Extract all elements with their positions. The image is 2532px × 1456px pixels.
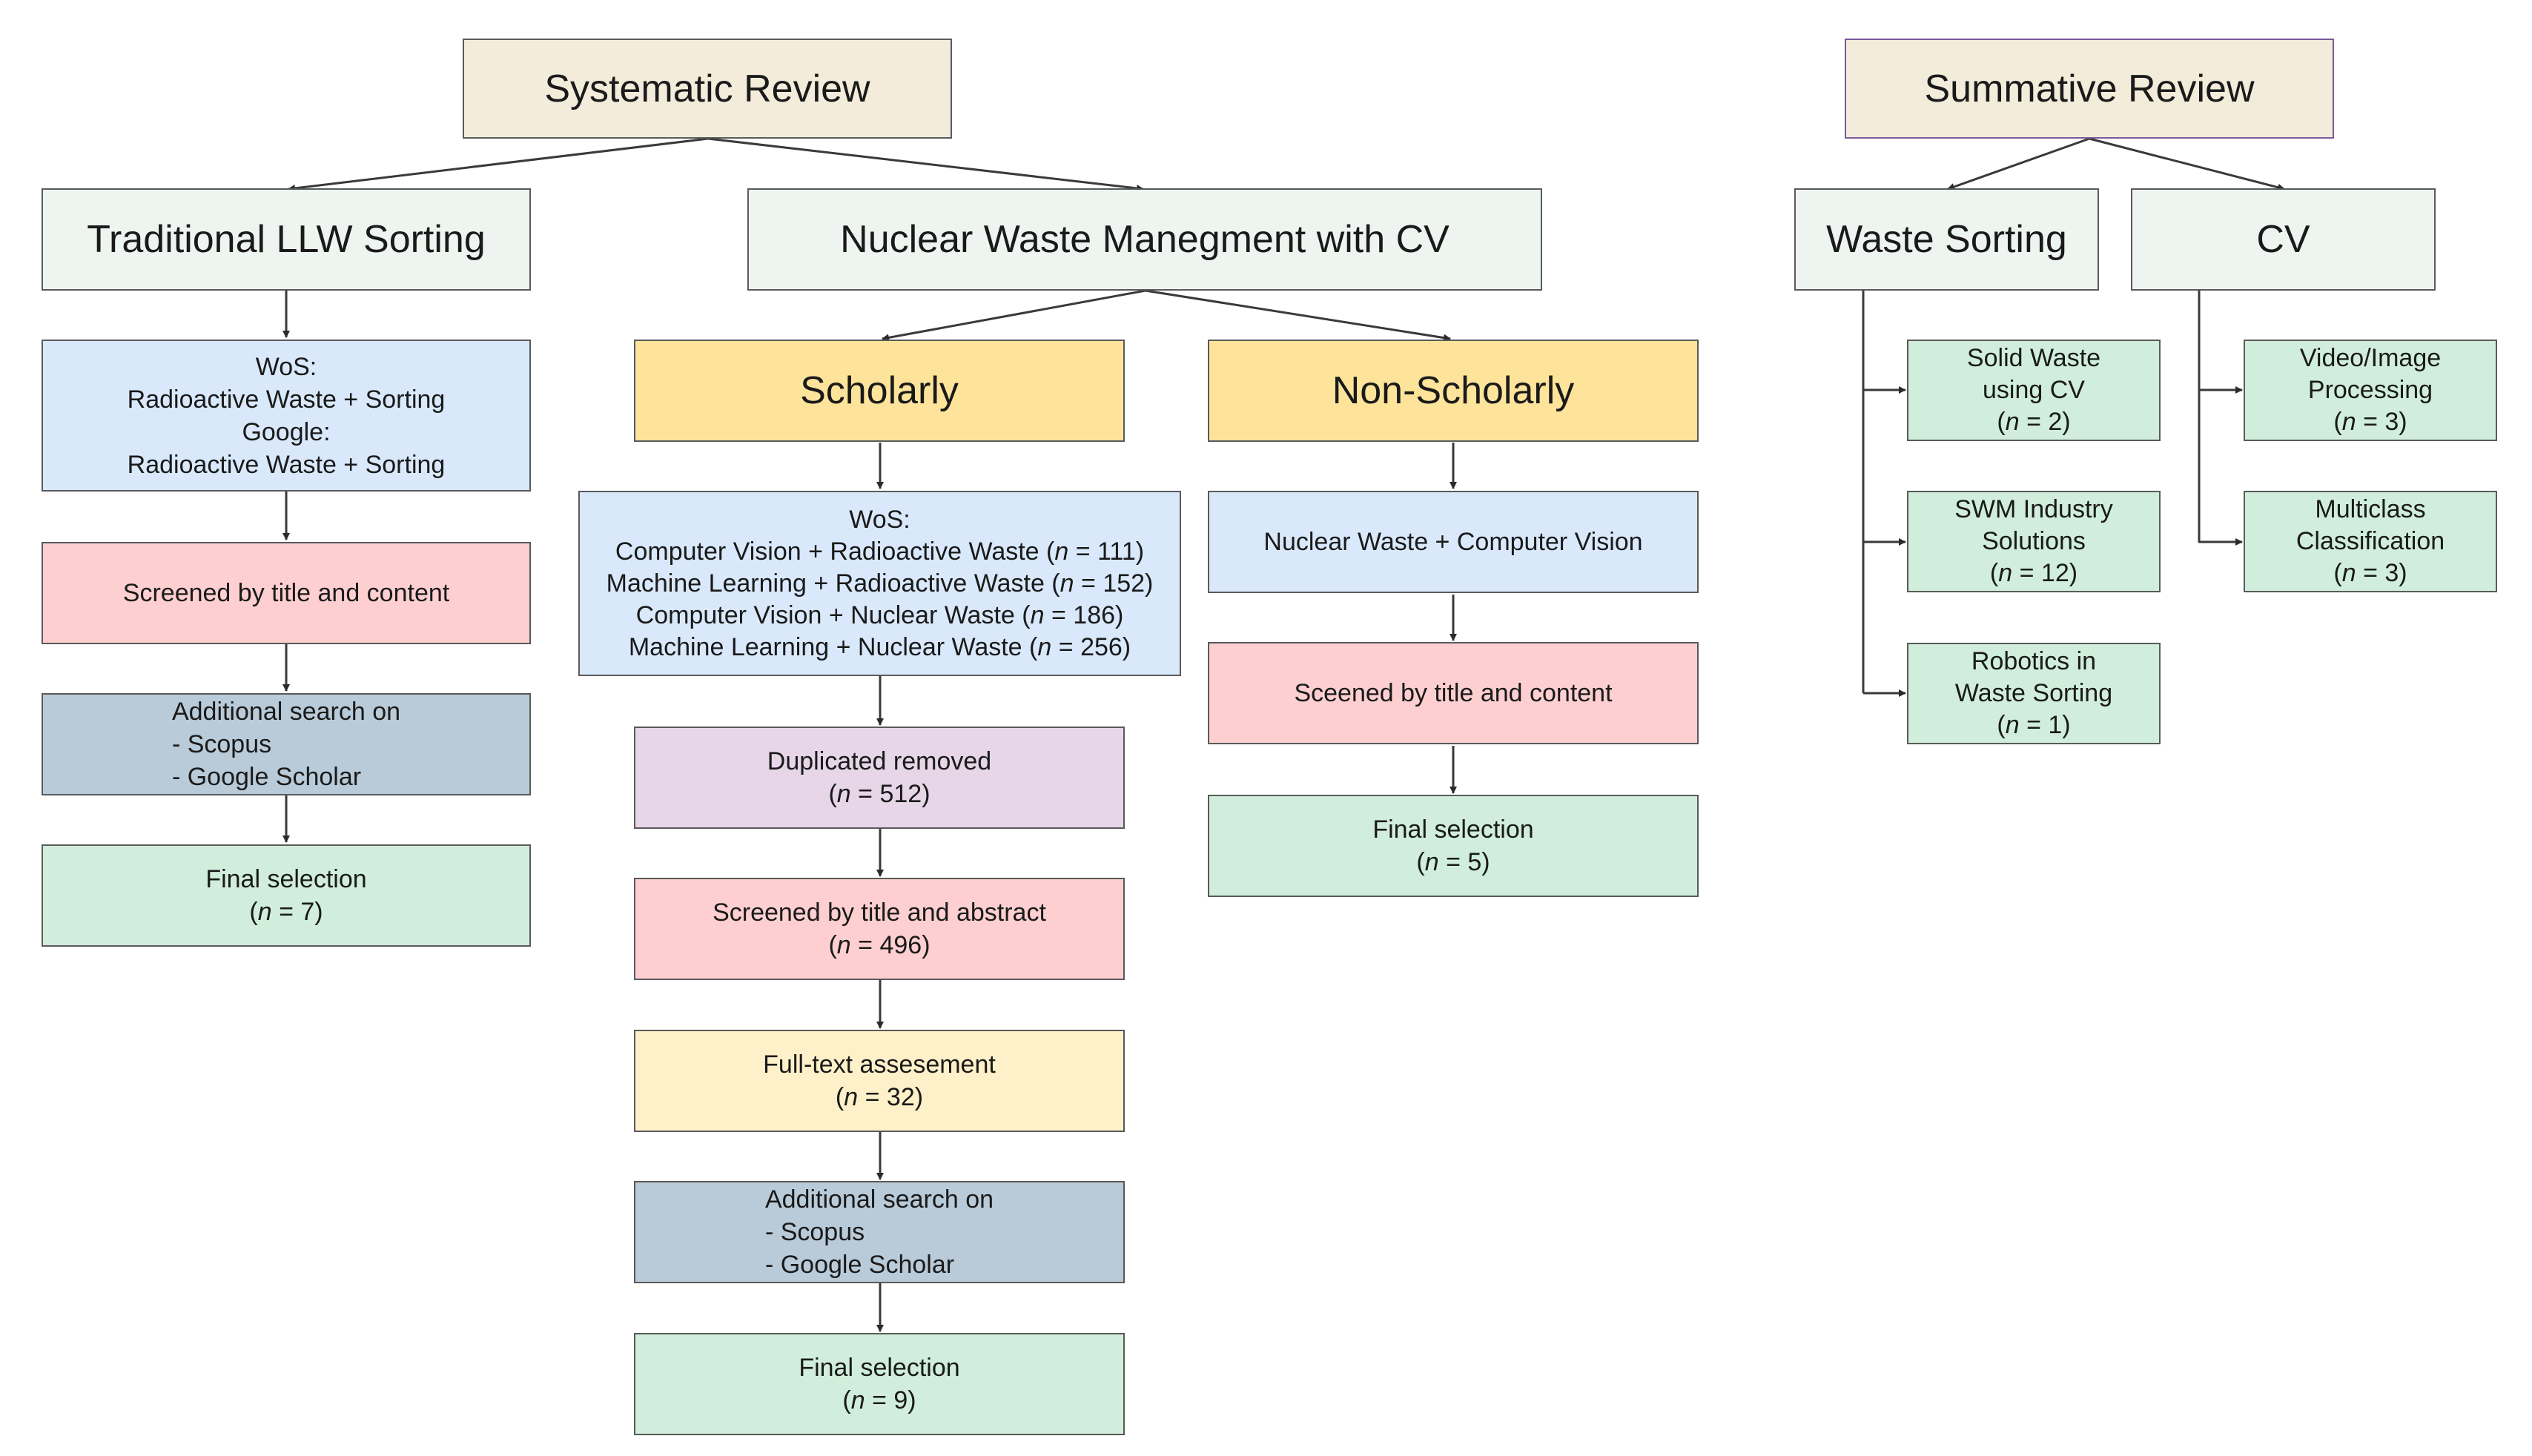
source-item: - Scopus <box>171 730 272 758</box>
count-line: (n = 496) <box>828 931 931 959</box>
nuclear-waste-cv-node: Nuclear Waste Manegment with CV <box>747 188 1542 291</box>
node-label: Screened by title and content <box>122 579 450 607</box>
count-value: 3 <box>2384 408 2399 436</box>
count-value: 12 <box>2040 559 2069 587</box>
video-image-processing-node: Video/Image Processing (n = 3) <box>2244 340 2497 441</box>
node-label: Multiclass <box>2315 495 2426 523</box>
count-line: (n = 9) <box>842 1386 916 1414</box>
node-label: Additional search on <box>171 698 401 726</box>
arrow-summative-to-waste-sorting <box>1947 137 2090 191</box>
count-line: (n = 7) <box>249 898 323 926</box>
node-label: Waste Sorting <box>1826 218 2067 261</box>
query-line: Machine Learning + Radioactive Waste (n … <box>606 569 1154 598</box>
node-label: Video/Image <box>2299 344 2442 372</box>
node-label: SWM Industry <box>1954 495 2113 523</box>
node-label: using CV <box>1983 376 2085 404</box>
arrow-systematic-to-traditional <box>288 137 709 192</box>
node-label: Solutions <box>1982 527 2086 555</box>
scholarly-node: Scholarly <box>634 340 1125 442</box>
traditional-search-node: WoS: Radioactive Waste + Sorting Google:… <box>42 340 531 492</box>
node-label: Traditional LLW Sorting <box>87 218 486 261</box>
count-line: (n = 3) <box>2333 408 2407 436</box>
solid-waste-cv-node: Solid Waste using CV (n = 2) <box>1907 340 2161 441</box>
node-label: Systematic Review <box>544 67 870 110</box>
swm-industry-solutions-node: SWM Industry Solutions (n = 12) <box>1907 491 2161 592</box>
traditional-screened-node: Screened by title and content <box>42 542 531 644</box>
node-label: Nuclear Waste Manegment with CV <box>840 218 1450 261</box>
node-label: Duplicated removed <box>767 747 992 775</box>
arrow-summative-to-cv <box>2089 137 2285 191</box>
count-value: 9 <box>893 1386 908 1414</box>
node-label: Solid Waste <box>1966 344 2101 372</box>
arrow-nuclear-to-scholarly <box>882 289 1146 342</box>
traditional-llw-sorting-node: Traditional LLW Sorting <box>42 188 531 291</box>
waste-sorting-node: Waste Sorting <box>1794 188 2099 291</box>
arrow-systematic-to-nuclear <box>707 137 1144 192</box>
scholarly-final-selection-node: Final selection (n = 9) <box>634 1333 1125 1435</box>
source-item: - Google Scholar <box>171 763 362 791</box>
count-value: 496 <box>879 931 922 959</box>
search-line: Radioactive Waste + Sorting <box>127 450 446 479</box>
node-label: WoS: <box>849 505 910 534</box>
count-value: 512 <box>879 780 922 808</box>
count-line: (n = 3) <box>2333 559 2407 587</box>
node-label: Non-Scholarly <box>1332 369 1575 412</box>
search-line: Google: <box>242 417 331 446</box>
node-label: Final selection <box>799 1354 960 1382</box>
query-line: Computer Vision + Nuclear Waste (n = 186… <box>635 600 1124 629</box>
count-line: (n = 1) <box>1997 711 2071 739</box>
robotics-waste-sorting-node: Robotics in Waste Sorting (n = 1) <box>1907 643 2161 744</box>
nonscholarly-search-node: Nuclear Waste + Computer Vision <box>1208 491 1699 593</box>
scholarly-wos-search-node: WoS: Computer Vision + Radioactive Waste… <box>578 491 1181 676</box>
count-line: (n = 2) <box>1997 408 2071 436</box>
query-line: Computer Vision + Radioactive Waste (n =… <box>615 537 1145 566</box>
source-item: - Google Scholar <box>764 1251 955 1279</box>
node-label: Final selection <box>1372 815 1534 844</box>
node-label: Robotics in <box>1971 647 2097 675</box>
fulltext-assessment-node: Full-text assesement (n = 32) <box>634 1030 1125 1132</box>
search-line: Radioactive Waste + Sorting <box>127 385 446 414</box>
count-line: (n = 5) <box>1416 848 1490 876</box>
count-value: 32 <box>886 1083 915 1111</box>
node-label: Sceened by title and content <box>1294 679 1613 707</box>
nonscholarly-final-selection-node: Final selection (n = 5) <box>1208 795 1699 897</box>
count-value: 7 <box>300 898 315 926</box>
traditional-final-selection-node: Final selection (n = 7) <box>42 844 531 947</box>
node-label: Summative Review <box>1924 67 2255 110</box>
node-label: Screened by title and abstract <box>713 899 1046 927</box>
scholarly-screened-node: Screened by title and abstract (n = 496) <box>634 878 1125 980</box>
node-label: Scholarly <box>800 369 959 412</box>
node-label: Classification <box>2295 527 2445 555</box>
count-line: (n = 32) <box>835 1083 924 1111</box>
count-line: (n = 12) <box>1989 559 2078 587</box>
node-label: Final selection <box>205 865 367 893</box>
count-value: 3 <box>2384 559 2399 587</box>
query-line: Machine Learning + Nuclear Waste (n = 25… <box>628 632 1131 661</box>
traditional-additional-search-node: Additional search on - Scopus - Google S… <box>42 693 531 795</box>
node-label: Nuclear Waste + Computer Vision <box>1263 528 1643 556</box>
arrow-nuclear-to-nonscholarly <box>1145 289 1451 342</box>
nonscholarly-screened-node: Sceened by title and content <box>1208 642 1699 744</box>
summative-review-node: Summative Review <box>1845 39 2334 139</box>
multiclass-classification-node: Multiclass Classification (n = 3) <box>2244 491 2497 592</box>
nonscholarly-node: Non-Scholarly <box>1208 340 1699 442</box>
node-label: Additional search on <box>764 1185 994 1214</box>
scholarly-additional-search-node: Additional search on - Scopus - Google S… <box>634 1181 1125 1283</box>
node-label: Processing <box>2307 376 2433 404</box>
count-value: 1 <box>2048 711 2063 739</box>
node-label: CV <box>2256 218 2310 261</box>
source-item: - Scopus <box>764 1218 865 1246</box>
node-label: Full-text assesement <box>763 1050 996 1079</box>
count-value: 5 <box>1467 848 1482 876</box>
search-line: WoS: <box>255 352 317 381</box>
count-line: (n = 512) <box>828 780 931 808</box>
node-label: Waste Sorting <box>1954 679 2113 707</box>
count-value: 2 <box>2048 408 2063 436</box>
duplicates-removed-node: Duplicated removed (n = 512) <box>634 727 1125 829</box>
systematic-review-node: Systematic Review <box>463 39 952 139</box>
cv-node: CV <box>2131 188 2436 291</box>
